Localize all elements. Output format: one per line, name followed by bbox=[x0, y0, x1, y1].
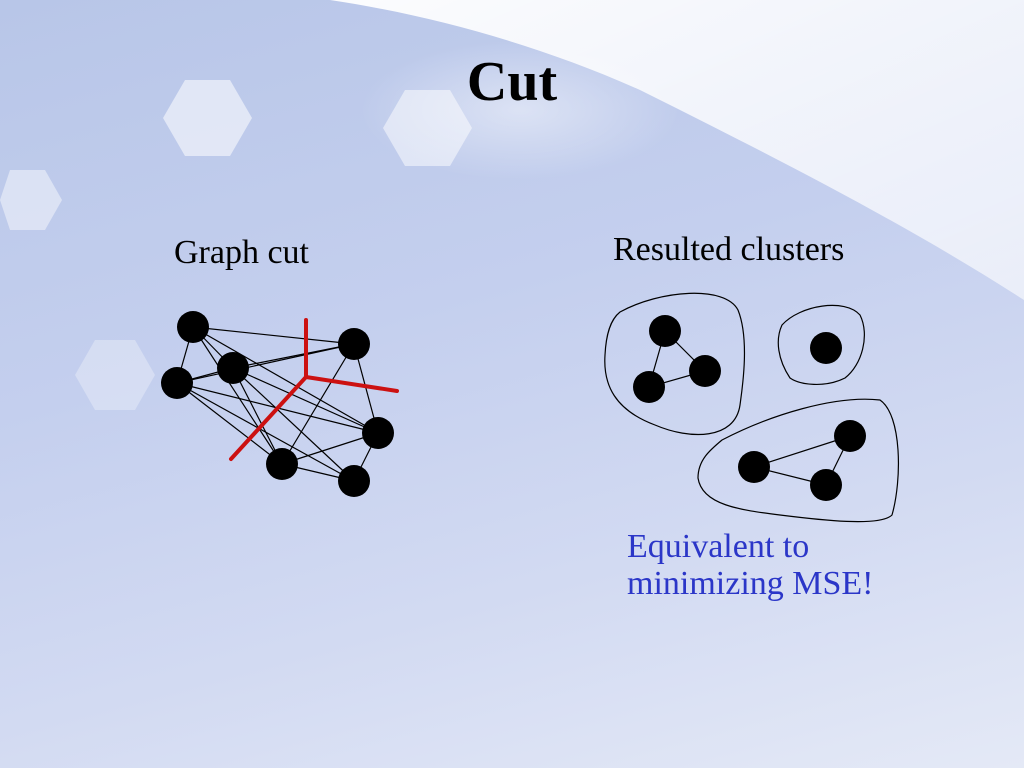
cluster-node bbox=[738, 451, 770, 483]
graph-node bbox=[338, 465, 370, 497]
graph-cut-diagram bbox=[161, 311, 399, 497]
white-band-shape bbox=[330, 0, 1024, 300]
resulted-clusters-label: Resulted clusters bbox=[613, 231, 845, 268]
graph-nodes bbox=[161, 311, 394, 497]
mse-note: Equivalent to minimizing MSE! bbox=[627, 528, 874, 602]
graph-node bbox=[217, 352, 249, 384]
cluster-boundary bbox=[777, 304, 865, 385]
graph-node bbox=[161, 367, 193, 399]
graph-cut-label: Graph cut bbox=[174, 234, 310, 271]
cluster-nodes bbox=[633, 315, 866, 501]
hexagon-shape bbox=[0, 170, 62, 230]
cluster-node bbox=[834, 420, 866, 452]
cluster-node bbox=[810, 332, 842, 364]
cluster-boundary bbox=[697, 398, 900, 523]
glow-shape bbox=[360, 40, 680, 180]
hexagon-shape bbox=[75, 340, 155, 410]
graph-node bbox=[338, 328, 370, 360]
cluster-boundary bbox=[604, 292, 746, 436]
hexagon-shape bbox=[163, 80, 252, 156]
mse-note-line-2: minimizing MSE! bbox=[627, 565, 874, 602]
cluster-node bbox=[810, 469, 842, 501]
cluster-node bbox=[649, 315, 681, 347]
cut-lines bbox=[229, 318, 399, 461]
graph-node bbox=[266, 448, 298, 480]
slide-title: Cut bbox=[466, 51, 558, 113]
clusters-diagram bbox=[604, 292, 900, 523]
cluster-node bbox=[633, 371, 665, 403]
cluster-node bbox=[689, 355, 721, 387]
mse-note-line-1: Equivalent to bbox=[627, 528, 810, 565]
graph-node bbox=[362, 417, 394, 449]
graph-node bbox=[177, 311, 209, 343]
